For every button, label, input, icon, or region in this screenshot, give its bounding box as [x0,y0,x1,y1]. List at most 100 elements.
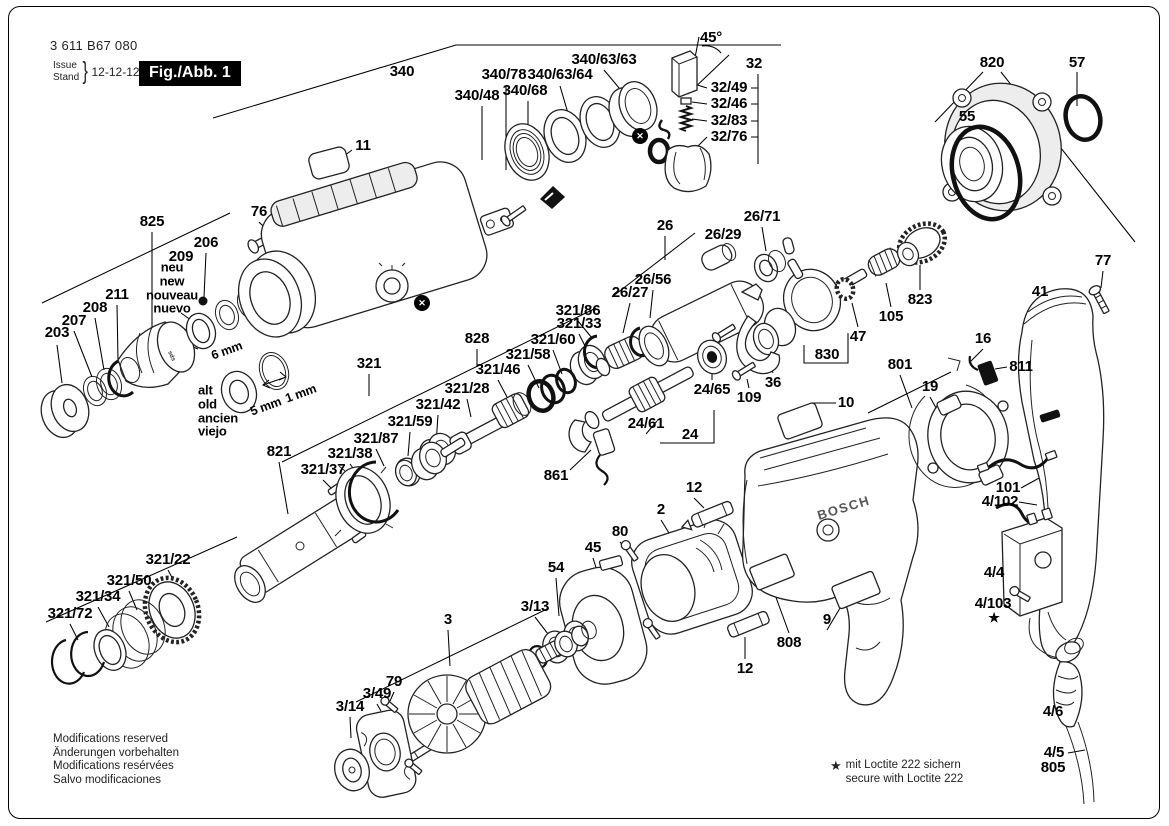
part-label-19: 19 [921,378,939,396]
carbon-brush-811 [977,360,999,386]
part-label-32-76: 32/76 [710,128,748,146]
part-label-3: 3 [443,611,453,629]
o-ring-55 [949,124,1023,222]
loctite-line-en: secure with Loctite 222 [845,772,964,785]
part-label-32-46: 32/46 [710,95,748,113]
gear-housing-11 [238,81,658,338]
document-part-number: 3 611 B67 080 [50,38,138,53]
part-label-24: 24 [681,426,699,444]
screw-80 [620,540,639,562]
loctite-note: ★ mit Loctite 222 sichern secure with Lo… [830,759,963,787]
ball-206 [198,296,208,306]
part-label-32: 32 [745,55,763,73]
part-label-55: 55 [958,108,976,126]
part-label-820: 820 [979,54,1005,72]
part-label-1-mm: 1 mm [283,381,319,406]
part-label-805: 805 [1040,759,1066,777]
circlip-321-72 [50,638,86,685]
washer-1mm [258,352,290,390]
part-label-861: 861 [543,467,569,485]
part-label-2: 2 [656,501,666,519]
part-label-340-68: 340/68 [502,82,548,100]
screw-79 [380,696,399,713]
modifications-note: Modifications reserved Änderungen vorbeh… [53,733,179,787]
sticker-top [777,402,823,440]
part-label-811: 811 [1009,358,1033,376]
sticker-9 [831,570,881,610]
part-label-801: 801 [887,356,913,374]
part-label-101: 101 [995,479,1021,497]
part-label-6-mm: 6 mm [209,338,245,363]
issue-labels: Issue Stand [53,60,79,83]
sticker-808 [749,553,795,591]
issue-label-de: Stand [53,71,80,83]
part-label-: ★ [988,610,1000,626]
part-label-109: 109 [736,389,762,407]
part-label-340-63-64: 340/63/64 [527,66,593,84]
part-label-321-34: 321/34 [75,588,121,606]
part-label-321-50: 321/50 [106,572,152,590]
part-label-340-48: 340/48 [454,87,500,105]
issue-date-block: Issue Stand } 12-12-12 [53,57,140,86]
part-label-209: 209 [168,248,194,266]
part-label-4-103: 4/103 [974,595,1012,613]
part-label-57: 57 [1068,54,1086,72]
part-label-321-87: 321/87 [353,430,399,448]
chuck-assembly: sds [40,225,290,439]
handle-shell [1017,288,1105,659]
switch-cable-group [976,450,1095,805]
part-label-321-72: 321/72 [47,605,93,623]
part-label-alt-old-ancien-viejo: alt old ancien viejo [198,382,238,439]
part-label-340-78: 340/78 [481,66,527,84]
issue-label-en: Issue [53,60,77,71]
detent-block-32-49 [671,50,698,98]
gear-cover-820 [940,82,1103,222]
part-label-3-13: 3/13 [520,598,550,616]
clip-12-bottom [727,610,770,638]
assembly-marker-x-icon: ✕ [632,128,648,144]
intermediate-shaft-24 [568,339,728,486]
part-label-321-86: 321/86 [555,302,601,320]
part-label-3-49: 3/49 [362,685,392,703]
holder-861 [568,419,593,453]
part-label-830: 830 [814,346,840,364]
part-label-45: 45° [699,29,723,47]
part-label-321: 321 [356,355,382,373]
hammer-tube-group-26 [569,242,786,386]
part-label-203: 203 [44,324,70,342]
part-label-4-5: 4/5 [1043,744,1065,762]
part-label-321-59: 321/59 [387,413,433,431]
part-label-neu-new-nouveau-nuevo: neu new nouveau nuevo [145,259,199,316]
part-label-321-60: 321/60 [530,331,576,349]
part-label-825: 825 [139,213,165,231]
part-label-41: 41 [1031,283,1049,301]
clip-spring [658,119,671,140]
clamp-36 [736,315,781,375]
figure-label-badge: Fig./Abb. 1 [139,61,241,86]
part-label-4-102: 4/102 [981,493,1019,511]
part-label-9: 9 [822,611,832,629]
clip-12-top [680,500,734,531]
part-label-3-14: 3/14 [335,698,365,716]
power-cord-4-5 [1065,721,1095,805]
armature-group-3 [334,620,597,798]
part-label-77: 77 [1094,252,1112,270]
pin-26-29 [701,244,733,271]
part-label-26-56: 26/56 [634,271,672,289]
circlip-321-87 [347,460,400,524]
part-label-32-49: 32/49 [710,79,748,97]
part-label-340-63-63: 340/63/63 [571,51,637,69]
spindle-group-821 [234,437,466,603]
piston-ring-321-58 [526,379,556,413]
part-label-5-mm: 5 mm [248,394,284,419]
part-label-10: 10 [837,394,855,412]
part-label-321-38: 321/38 [327,445,373,463]
part-label-4-4: 4/4 [983,564,1005,582]
part-label-11: 11 [355,137,371,155]
o-ring-321-60 [555,367,577,395]
part-label-321-58: 321/58 [505,346,551,364]
modifications-line-es: Salvo modificaciones [53,773,162,786]
part-label-26: 26 [656,217,674,235]
part-label-208: 208 [82,299,108,317]
